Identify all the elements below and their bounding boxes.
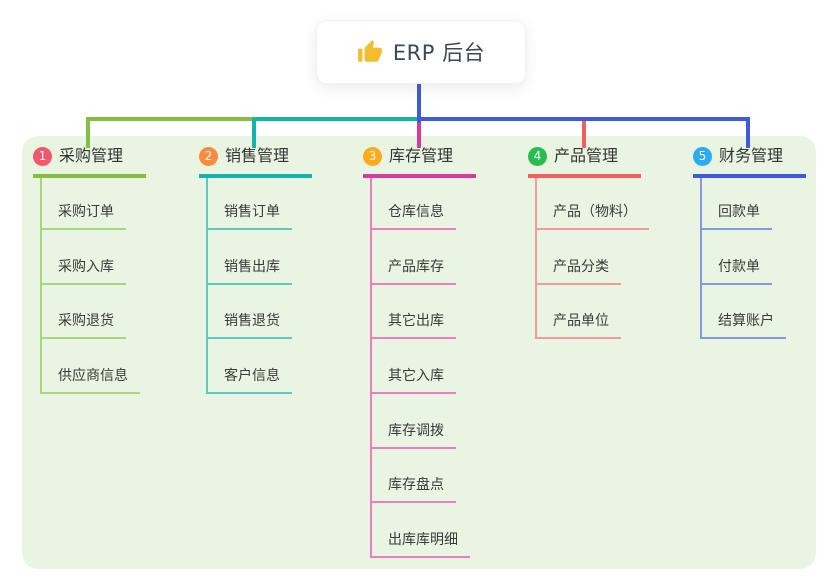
branches-background-panel xyxy=(22,136,816,569)
node-product-category[interactable]: 产品分类 xyxy=(535,257,621,285)
node-payment-bill[interactable]: 付款单 xyxy=(700,257,772,285)
branch-product: 4 产品管理 产品（物料） 产品分类 产品单位 xyxy=(528,146,649,339)
thumbs-up-icon xyxy=(357,39,383,65)
connector-drop-purchase xyxy=(86,117,90,148)
branch-label: 采购管理 xyxy=(59,146,124,165)
node-product-stock[interactable]: 产品库存 xyxy=(370,257,456,285)
node-stock-transfer[interactable]: 库存调拨 xyxy=(370,421,456,449)
branch-purchase: 1 采购管理 采购订单 采购入库 采购退货 供应商信息 xyxy=(33,146,146,394)
node-settlement-account[interactable]: 结算账户 xyxy=(700,311,786,339)
branch-header-purchase[interactable]: 1 采购管理 xyxy=(33,146,146,178)
branch-header-sales[interactable]: 2 销售管理 xyxy=(199,146,312,178)
connector-drop-finance xyxy=(746,117,750,148)
branch-spine xyxy=(700,178,702,338)
node-outbound-detail[interactable]: 出库库明细 xyxy=(370,530,470,558)
node-other-outbound[interactable]: 其它出库 xyxy=(370,311,456,339)
root-title: ERP 后台 xyxy=(392,41,486,65)
branch-number-badge: 4 xyxy=(528,146,547,166)
node-receipt-bill[interactable]: 回款单 xyxy=(700,202,772,230)
branch-inventory: 3 库存管理 仓库信息 产品库存 其它出库 其它入库 库存调拨 库存盘点 出库库… xyxy=(363,146,476,558)
branch-number-badge: 1 xyxy=(33,146,52,166)
node-purchase-order[interactable]: 采购订单 xyxy=(40,202,126,230)
root-node[interactable]: ERP 后台 xyxy=(316,20,526,84)
connector-horizontal-left xyxy=(86,117,254,121)
branch-number-badge: 5 xyxy=(693,146,712,166)
node-other-inbound[interactable]: 其它入库 xyxy=(370,366,456,394)
connector-horizontal-center xyxy=(252,117,419,121)
node-product-unit[interactable]: 产品单位 xyxy=(535,311,621,339)
node-sales-order[interactable]: 销售订单 xyxy=(206,202,292,230)
node-sales-return[interactable]: 销售退货 xyxy=(206,311,292,339)
node-warehouse-info[interactable]: 仓库信息 xyxy=(370,202,456,230)
branch-label: 财务管理 xyxy=(719,146,784,165)
branch-sales: 2 销售管理 销售订单 销售出库 销售退货 客户信息 xyxy=(199,146,312,394)
connector-drop-product xyxy=(582,117,586,148)
branch-spine xyxy=(206,178,208,394)
node-supplier-info[interactable]: 供应商信息 xyxy=(40,366,140,394)
connector-drop-sales xyxy=(252,117,256,148)
node-sales-outbound[interactable]: 销售出库 xyxy=(206,257,292,285)
branch-label: 库存管理 xyxy=(389,146,454,165)
branch-header-finance[interactable]: 5 财务管理 xyxy=(693,146,806,178)
branch-label: 销售管理 xyxy=(225,146,290,165)
node-purchase-return[interactable]: 采购退货 xyxy=(40,311,126,339)
branch-number-badge: 2 xyxy=(199,146,218,166)
branch-number-badge: 3 xyxy=(363,146,382,166)
branch-header-inventory[interactable]: 3 库存管理 xyxy=(363,146,476,178)
branch-header-product[interactable]: 4 产品管理 xyxy=(528,146,641,178)
branch-finance: 5 财务管理 回款单 付款单 结算账户 xyxy=(693,146,806,339)
node-product-material[interactable]: 产品（物料） xyxy=(535,202,649,230)
branch-spine xyxy=(535,178,537,338)
connector-drop-inventory xyxy=(417,117,421,148)
branch-label: 产品管理 xyxy=(554,146,619,165)
node-customer-info[interactable]: 客户信息 xyxy=(206,366,292,394)
node-purchase-inbound[interactable]: 采购入库 xyxy=(40,257,126,285)
connector-horizontal-right xyxy=(417,117,750,121)
root-stem-connector xyxy=(417,82,421,123)
branch-spine xyxy=(370,178,372,557)
node-stock-check[interactable]: 库存盘点 xyxy=(370,475,456,503)
branch-spine xyxy=(40,178,42,394)
